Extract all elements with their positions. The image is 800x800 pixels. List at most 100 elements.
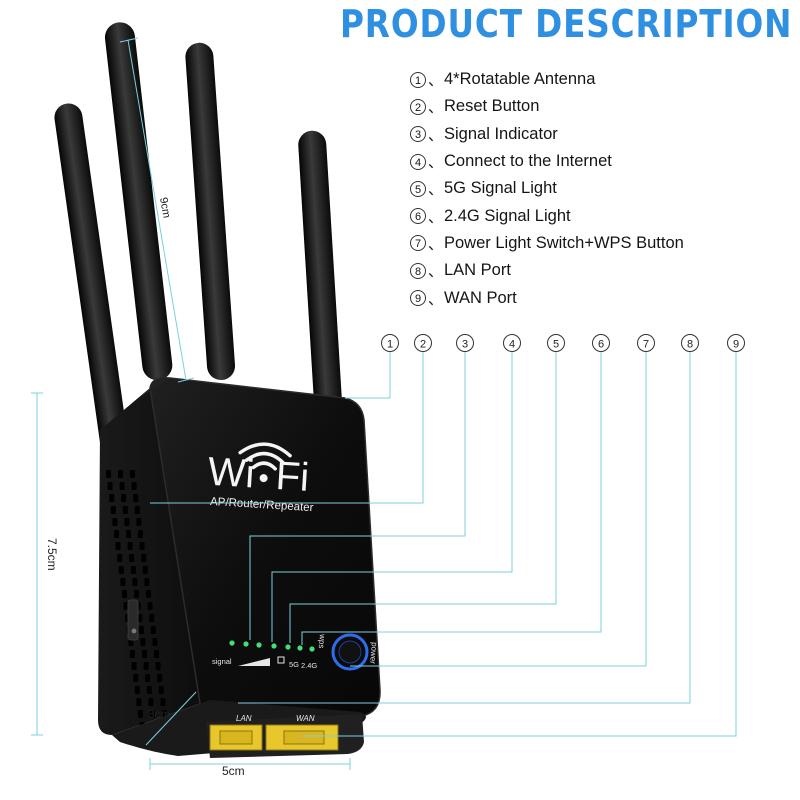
vent-slot [124,518,130,526]
legend-number: 7 [410,235,426,252]
vent-slot [139,542,145,550]
antenna [185,42,236,381]
vent-slot [109,494,115,502]
vent-slot [132,578,138,586]
leader-line-9 [302,352,737,737]
label-wps: wps [317,633,327,649]
vent-slot [146,590,151,598]
callout-number: 5 [553,339,559,351]
callout-badge: 8 [681,334,699,352]
page-title: PRODUCT DESCRIPTION [340,2,793,46]
vent-slot [150,626,156,634]
leader-line-7 [350,352,647,667]
vent-slot [148,698,154,706]
side-panel [98,388,210,735]
dimension-height: 7.5cm [45,538,59,571]
vent-slot [149,614,155,622]
feature-legend: 1 、 4*Rotatable Antenna 2 、 Reset Button… [410,66,800,312]
leader-line-1 [345,352,391,399]
vent-slot [133,674,139,682]
callout-badge: 7 [637,334,655,352]
legend-label: Connect to the Internet [444,152,612,171]
label-power: power [368,642,379,665]
vent-slot [158,686,164,694]
router-device: Wi Fi AP/Router/Repeater signal 5G 2.4G … [98,376,381,758]
signal-strength-wedge [238,658,270,666]
vent-slot [122,506,128,514]
vent-slot [110,506,116,514]
vent-slot [130,470,135,478]
callout-number: 4 [509,339,515,351]
reset-button [131,628,137,634]
callout-number: 9 [733,339,739,351]
leader-lines [150,352,737,737]
legend-item-lan: 8 、 LAN Port [410,257,800,284]
reset-slot [127,599,139,641]
internet-led [285,644,291,650]
legend-separator: 、 [428,72,444,90]
callout-badge: 1 [381,334,399,352]
vent-slot [127,542,133,550]
vent-slot [142,650,147,658]
leader-line-4 [271,352,513,642]
legend-separator: 、 [428,99,444,117]
port-label-wan: WAN [296,714,315,723]
vent-slot [131,662,137,670]
port-label-lan: LAN [236,714,252,723]
legend-label: WAN Port [444,288,517,307]
wifi-signal-icon [238,442,292,483]
legend-item-power-wps: 7 、 Power Light Switch+WPS Button [410,230,800,257]
vent-slot [141,554,147,562]
legend-separator: 、 [428,181,444,199]
vent-slot [117,554,123,562]
vent-slot [120,578,126,586]
leader-line-8 [238,352,691,704]
vent-slot [154,650,159,658]
legend-item-wan: 9 、 WAN Port [410,284,800,311]
wan-port [265,724,339,751]
dimension-antenna: 9cm [157,196,172,219]
signal-led [243,641,249,647]
5g-led [297,645,303,651]
label-24g: 2.4G [301,661,317,670]
vent-slot [112,518,118,526]
legend-item-internet: 4 、 Connect to the Internet [410,148,800,175]
legend-number: 2 [410,98,426,115]
depth-dimension-line [145,691,197,746]
vent-slot [138,710,143,718]
leader-line-2 [150,352,424,504]
vent-slot [145,674,151,682]
vent-slot [131,482,137,490]
vent-slot [138,626,144,634]
vent-slot [147,602,153,610]
vent-slot [119,482,125,490]
legend-separator: 、 [428,154,444,172]
vent-slot [130,650,135,658]
vent-slot [142,566,148,574]
24g-led [309,646,315,652]
vent-slot [144,578,150,586]
callout-number: 7 [643,339,649,351]
vent-slot [126,530,131,538]
vent-slot [118,566,124,574]
antenna-dimension-line [127,39,187,381]
vent-slot [143,662,149,670]
callout-badge: 6 [592,334,610,352]
label-5g: 5G [289,660,299,669]
vent-slot [114,530,119,538]
vent-slot [133,494,139,502]
legend-number: 6 [410,208,426,225]
legend-item-24g-light: 6 、 2.4G Signal Light [410,202,800,229]
callout-numbers: 1 2 3 4 5 6 7 8 [381,334,745,352]
callout-badge: 4 [503,334,521,352]
legend-number: 1 [410,71,426,88]
vent-slot [129,554,135,562]
legend-label: 5G Signal Light [444,179,557,198]
vent-slot [115,542,121,550]
vent-slot [136,518,142,526]
callout-number: 6 [598,339,604,351]
vent-slot [157,674,163,682]
legend-separator: 、 [428,126,444,144]
vent-slot [134,590,139,598]
